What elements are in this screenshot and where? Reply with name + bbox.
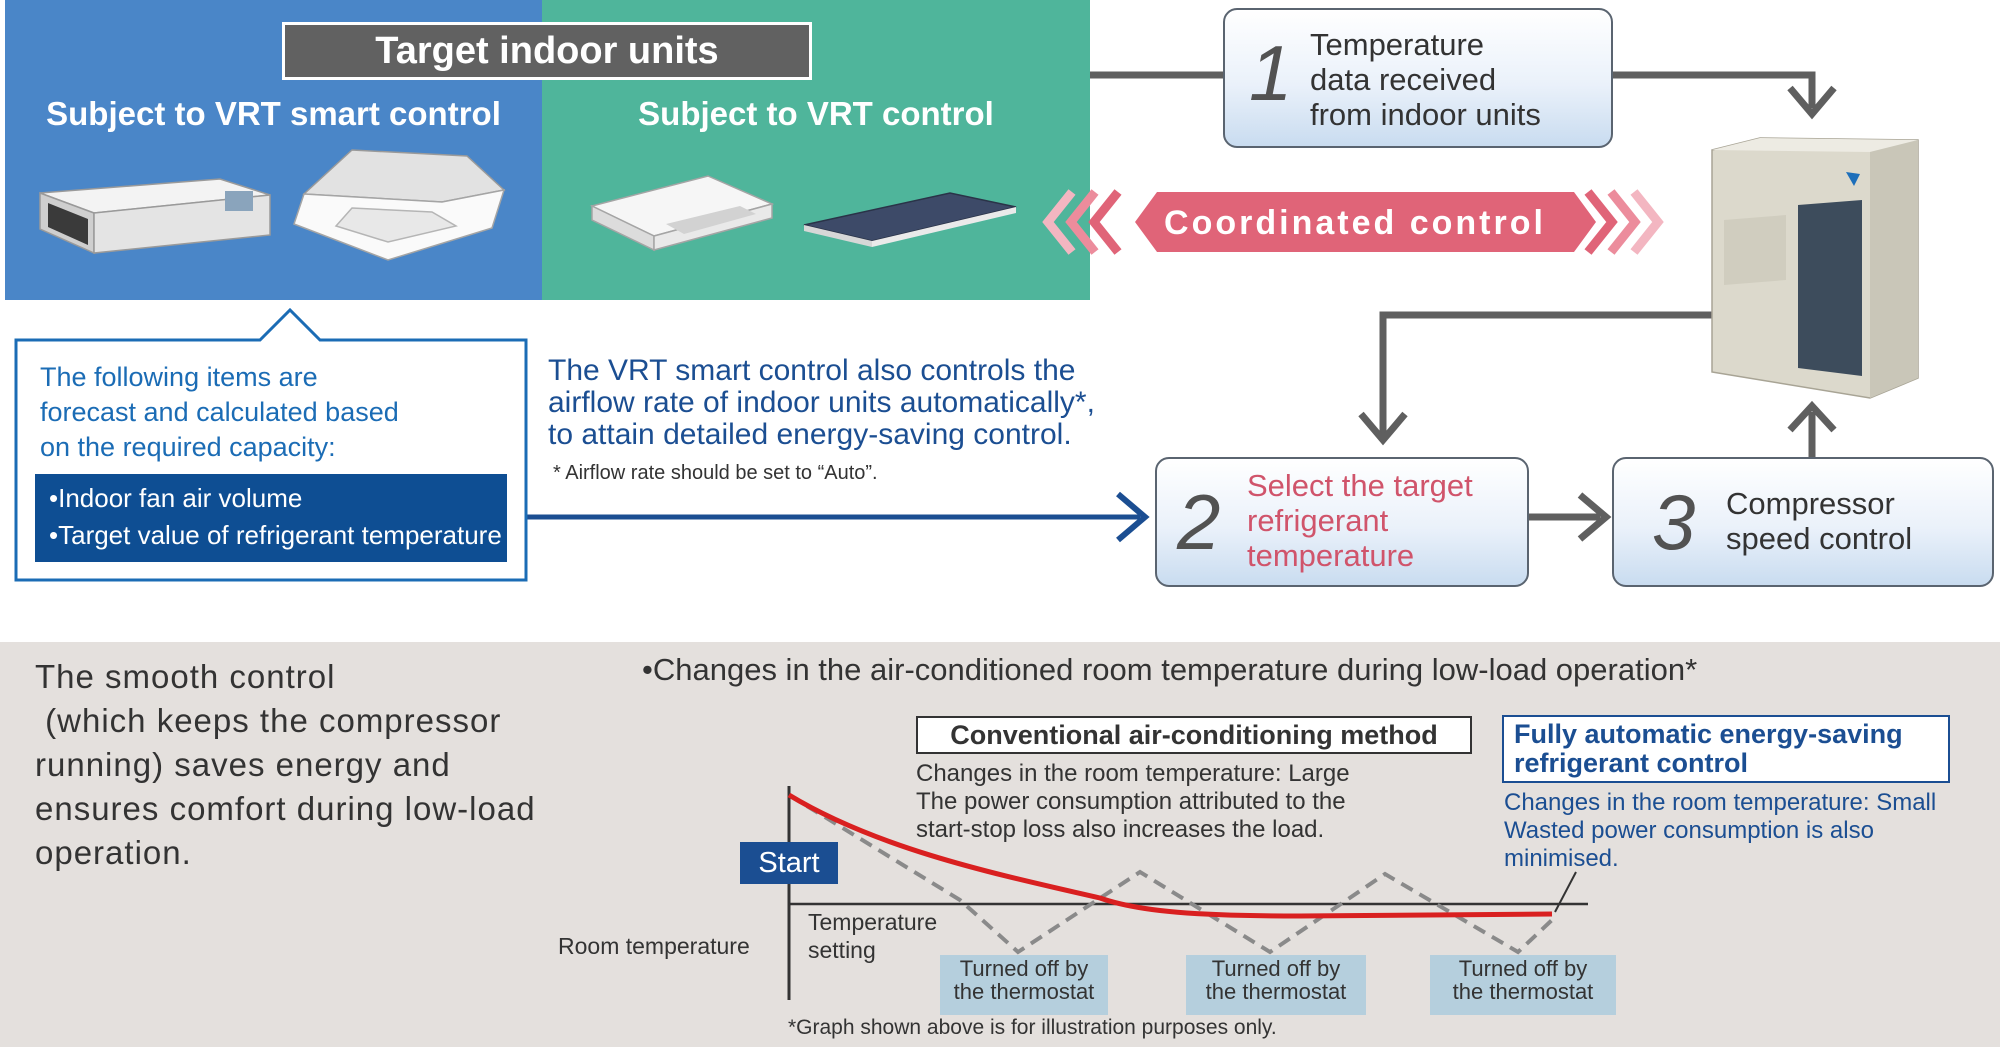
temperature-graph [787, 786, 1588, 1000]
forecast-items-box: •Indoor fan air volume •Target value of … [35, 474, 507, 562]
thermostat-off-label-3: Turned off by the thermostat [1430, 955, 1616, 1015]
step-3-text: Compressor speed control [1726, 486, 1913, 556]
graph-title: •Changes in the air-conditioned room tem… [642, 652, 1698, 687]
outdoor-unit-icon [1711, 137, 1919, 399]
vrt-smart-description: The VRT smart control also controls the … [548, 354, 1095, 451]
step3-to-outdoor-arrowhead [1787, 400, 1837, 433]
ducted-unit-icon [39, 178, 271, 255]
airflow-note: * Airflow rate should be set to “Auto”. [553, 462, 878, 484]
automatic-control-text: Changes in the room temperature: Small W… [1504, 789, 1937, 872]
smooth-control-text: The smooth control (which keeps the comp… [35, 658, 536, 871]
step-1-box: 1 Temperature data received from indoor … [1223, 8, 1613, 148]
step-3-number: 3 [1652, 478, 1696, 566]
callout-to-step2-arrowhead [1116, 491, 1150, 543]
graph-footnote: *Graph shown above is for illustration p… [788, 1016, 1277, 1039]
ceiling-suspended-unit-icon [589, 175, 775, 252]
conventional-method-text: Changes in the room temperature: Large T… [916, 760, 1350, 843]
thermostat-off-label-1: Turned off by the thermostat [940, 955, 1108, 1015]
room-temperature-label: Room temperature [558, 933, 750, 959]
step1-to-outdoor-line [1613, 71, 1816, 108]
cassette-unit-icon [293, 149, 506, 261]
forecast-item: •Indoor fan air volume [49, 483, 303, 513]
automatic-control-title: Fully automatic energy-saving refrigeran… [1502, 715, 1950, 783]
smooth-control-temperature-line [787, 792, 1553, 919]
step-3-box: 3 Compressor speed control [1612, 457, 1994, 587]
step-1-text: Temperature data received from indoor un… [1310, 27, 1541, 132]
forecast-callout-text: The following items are forecast and cal… [40, 362, 399, 462]
start-label: Start [740, 842, 838, 884]
step-2-box: 2 Select the target refrigerant temperat… [1155, 457, 1529, 587]
target-indoor-units-title: Target indoor units [282, 22, 812, 80]
forecast-item: •Target value of refrigerant temperature [49, 520, 502, 550]
outdoor-to-step2-line [1379, 311, 1712, 435]
outdoor-to-step2-arrowhead [1358, 411, 1408, 446]
one-way-cassette-unit-icon [803, 192, 1017, 247]
thermostat-off-label-2: Turned off by the thermostat [1186, 955, 1366, 1015]
step1-to-outdoor-arrowhead [1787, 85, 1837, 120]
coordinated-control-band [1042, 189, 1664, 255]
temperature-setting-label: Temperature setting [808, 909, 938, 963]
vrt-smart-heading: Subject to VRT smart control [46, 95, 501, 132]
step-1-number: 1 [1249, 29, 1293, 117]
step2-to-step3-arrowhead [1577, 492, 1612, 542]
conventional-temperature-line [787, 793, 1554, 955]
coordinated-control-label: Coordinated control [1164, 203, 1546, 242]
vrt-control-heading: Subject to VRT control [638, 95, 994, 132]
step-2-number: 2 [1177, 478, 1221, 566]
step-2-text: Select the target refrigerant temperatur… [1247, 468, 1473, 573]
conventional-method-title: Conventional air-conditioning method [916, 716, 1472, 754]
leader-line [1554, 871, 1577, 913]
